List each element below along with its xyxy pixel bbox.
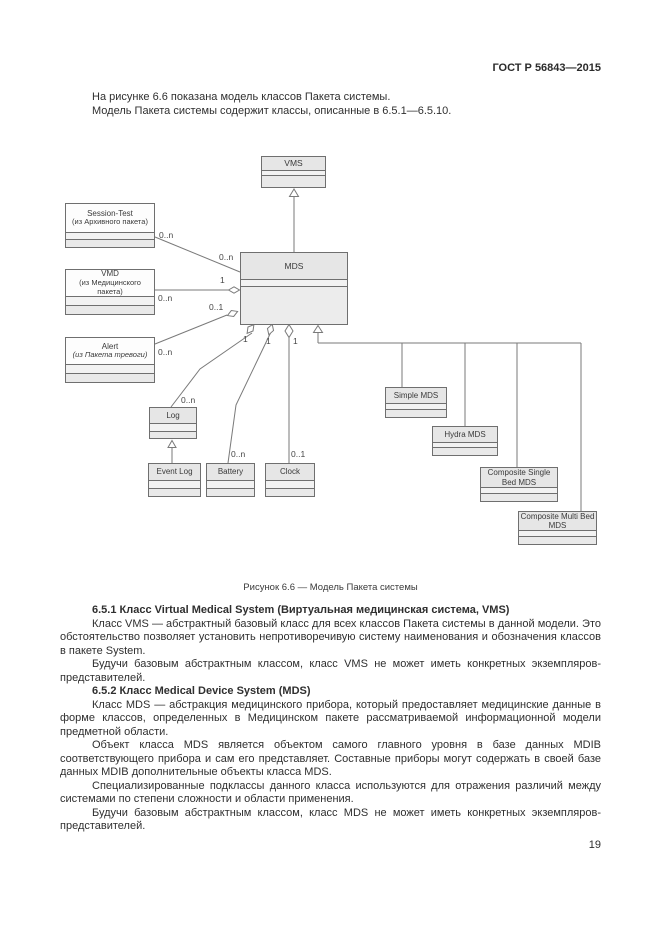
class-compartment [262,170,325,175]
class-compartment [481,493,557,501]
class-compartment [66,364,154,373]
multiplicity-label: 1 [293,336,298,346]
class-compartment [207,488,254,496]
uml-class-event-log: Event Log [148,463,201,497]
edge-mds-subclasses [312,324,582,511]
class-subtitle: (из Медицинского пакета) [79,277,141,296]
multiplicity-label: 0..n [159,230,174,240]
class-compartment [149,480,200,488]
class-title: Alert [101,341,119,351]
uml-class-session-test: Session-Test (из Архивного пакета) [65,203,155,248]
uml-connector-layer [154,188,582,511]
section-paragraph: Класс MDS — абстракция медицинского приб… [60,698,601,738]
uml-class-composite-single-bed-mds: Composite Single Bed MDS [480,467,558,502]
class-compartment [433,442,497,447]
edge-eventlog-log [167,439,177,463]
class-title: Composite Single Bed MDS [487,468,551,487]
uml-class-hydra-mds: Hydra MDS [432,426,498,456]
class-title: VMD [101,270,119,279]
edge-mds-vms [288,188,300,252]
class-title: Simple MDS [393,390,439,400]
class-title: VMS [284,158,303,169]
body-sections: 6.5.1 Класс Virtual Medical System (Вирт… [60,604,601,834]
class-compartment [150,423,196,431]
uml-class-alert: Alert (из Пакета тревоги) [65,337,155,383]
section-paragraph: Объект класса MDS является объектом само… [60,739,601,778]
multiplicity-label: 0..1 [209,302,224,312]
multiplicity-label: 0..n [158,347,173,357]
class-compartment [266,480,314,488]
uml-class-log: Log [149,407,197,439]
multiplicity-label: 0..1 [291,449,306,459]
class-subtitle: (из Архивного пакета) [72,217,148,227]
uml-class-simple-mds: Simple MDS [385,387,447,418]
class-compartment [149,488,200,496]
edge-mds-battery [227,323,275,464]
class-title: Session-Test [87,208,133,218]
section-heading-651: 6.5.1 Класс Virtual Medical System (Вирт… [92,604,510,616]
multiplicity-label: 0..n [181,395,196,405]
class-title: Battery [217,467,244,477]
section-heading-652: 6.5.2 Класс Medical Device System (MDS) [92,685,311,697]
multiplicity-label: 0..n [231,449,246,459]
multiplicity-label: 0..n [219,252,234,262]
uml-class-vms: VMS [261,156,326,188]
class-compartment [150,431,196,438]
class-compartment [386,409,446,417]
class-compartment [207,480,254,488]
class-title: Log [166,410,180,420]
class-title: Event Log [156,467,193,477]
class-compartment [481,487,557,493]
multiplicity-label: 1 [220,275,225,285]
class-compartment [66,296,154,305]
class-compartment [386,403,446,409]
class-subtitle: (из Пакета тревоги) [72,350,148,360]
section-paragraph: Специализированные подклассы данного кла… [60,779,601,806]
edge-mds-clock [284,323,294,463]
edge-mds-log [170,323,255,408]
class-compartment [66,239,154,247]
uml-class-vmd: VMD (из Медицинского пакета) [65,269,155,315]
figure-caption: Рисунок 6.6 — Модель Пакета системы [243,582,418,593]
section-paragraph: Класс VMS — абстрактный базовый класс дл… [60,617,601,657]
page-number: 19 [588,839,601,851]
edge-vmd-mds [155,286,241,294]
document-header: ГОСТ Р 56843—2015 [492,62,601,74]
intro-line-2: Модель Пакета системы содержит классы, о… [92,104,452,117]
section-paragraph: Будучи базовым абстрактным классом, клас… [60,806,601,833]
class-compartment [66,305,154,314]
class-compartment [266,488,314,496]
uml-class-composite-multi-bed-mds: Composite Multi Bed MDS [518,511,597,545]
uml-class-mds: MDS [240,252,348,325]
class-compartment [433,447,497,455]
class-title: Hydra MDS [444,429,486,439]
class-title: Composite Multi Bed MDS [520,512,595,530]
multiplicity-label: 1 [243,334,248,344]
class-compartment [241,286,347,324]
multiplicity-label: 1 [266,336,271,346]
class-compartment [66,373,154,382]
section-paragraph: Будучи базовым абстрактным классом, клас… [60,658,601,684]
class-compartment [66,232,154,239]
class-compartment [241,279,347,286]
class-compartment [262,175,325,187]
edge-session-mds [154,236,241,273]
class-compartment [519,530,596,536]
edge-alert-mds [154,309,239,345]
class-title: MDS [284,260,304,271]
intro-line-1: На рисунке 6.6 показана модель классов П… [92,91,391,103]
intro-paragraphs: На рисунке 6.6 показана модель классов П… [60,91,601,118]
multiplicity-label: 0..n [158,293,173,303]
class-compartment [519,536,596,544]
class-title: Clock [279,467,300,477]
uml-class-clock: Clock [265,463,315,497]
uml-class-battery: Battery [206,463,255,497]
